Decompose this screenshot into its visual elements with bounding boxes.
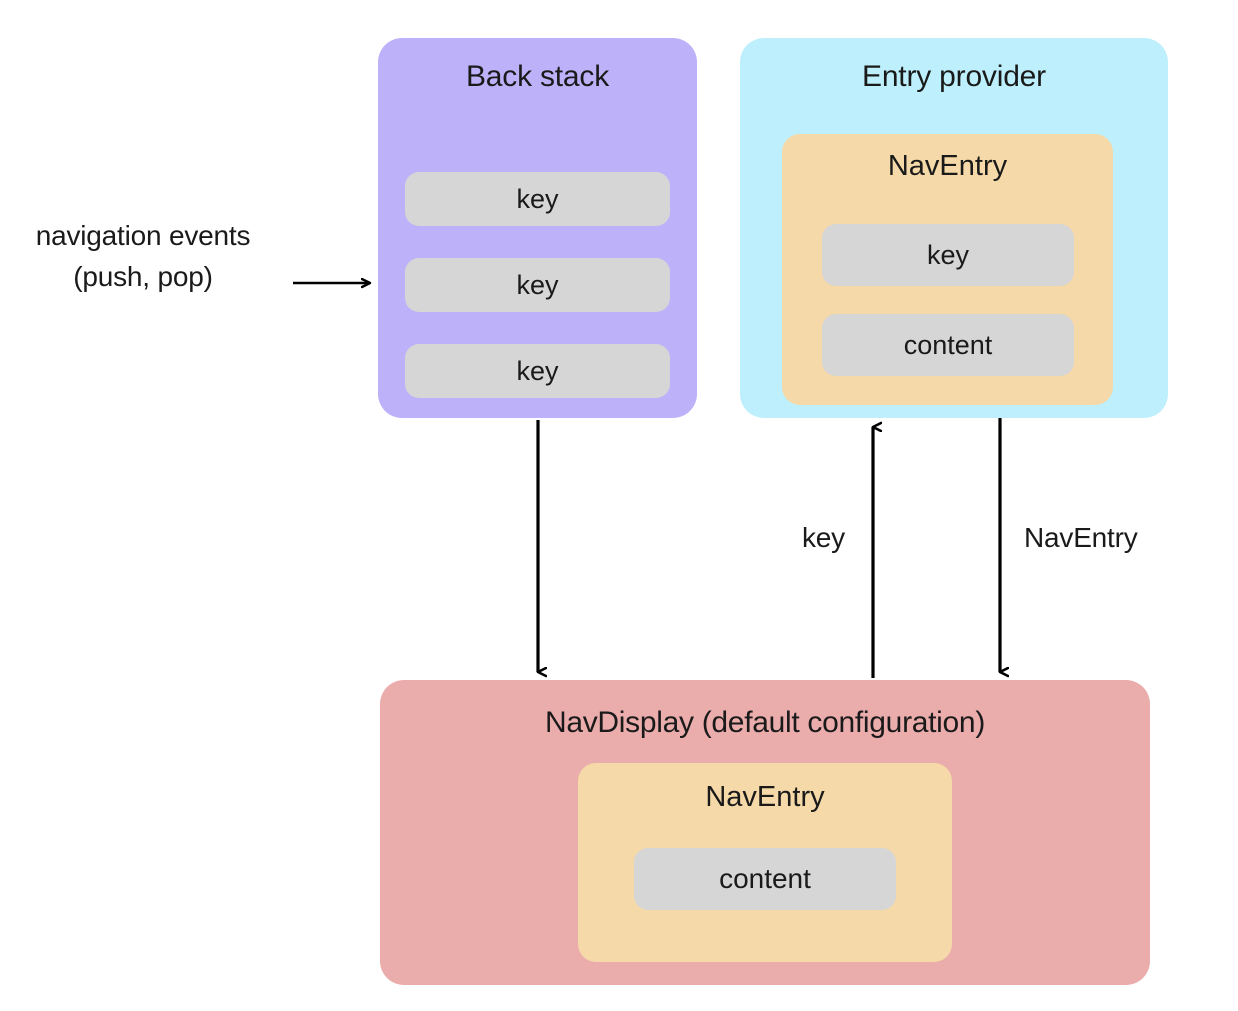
back-stack-key-item: key [405, 344, 670, 398]
entry-provider-naventry-title: NavEntry [887, 150, 1008, 182]
nav-display-title: NavDisplay (default configuration) [544, 706, 986, 739]
edge-label-naventry: NavEntry [1024, 522, 1138, 553]
entry-provider-node: Entry provider NavEntry key content [740, 38, 1168, 418]
nav-display-naventry-node: NavEntry content [578, 763, 952, 962]
back-stack-node: Back stack key key key [378, 38, 697, 418]
entry-provider-naventry-content-slot: content [822, 314, 1074, 376]
nav-display-naventry-title: NavEntry [705, 781, 825, 813]
navigation-events-label: navigation events (push, pop) [8, 216, 278, 297]
nav-display-naventry-content-slot: content [634, 848, 896, 910]
edge-label-key: key [802, 522, 845, 553]
entry-provider-naventry-key-slot: key [822, 224, 1074, 286]
entry-provider-naventry-node: NavEntry key content [782, 134, 1113, 405]
back-stack-title: Back stack [465, 60, 610, 93]
back-stack-key-item: key [405, 172, 670, 226]
entry-provider-title: Entry provider [862, 60, 1046, 93]
navigation-events-line2: (push, pop) [73, 260, 213, 292]
back-stack-key-item: key [405, 258, 670, 312]
nav-display-node: NavDisplay (default configuration) NavEn… [380, 680, 1150, 985]
navigation-events-line1: navigation events [35, 220, 251, 251]
